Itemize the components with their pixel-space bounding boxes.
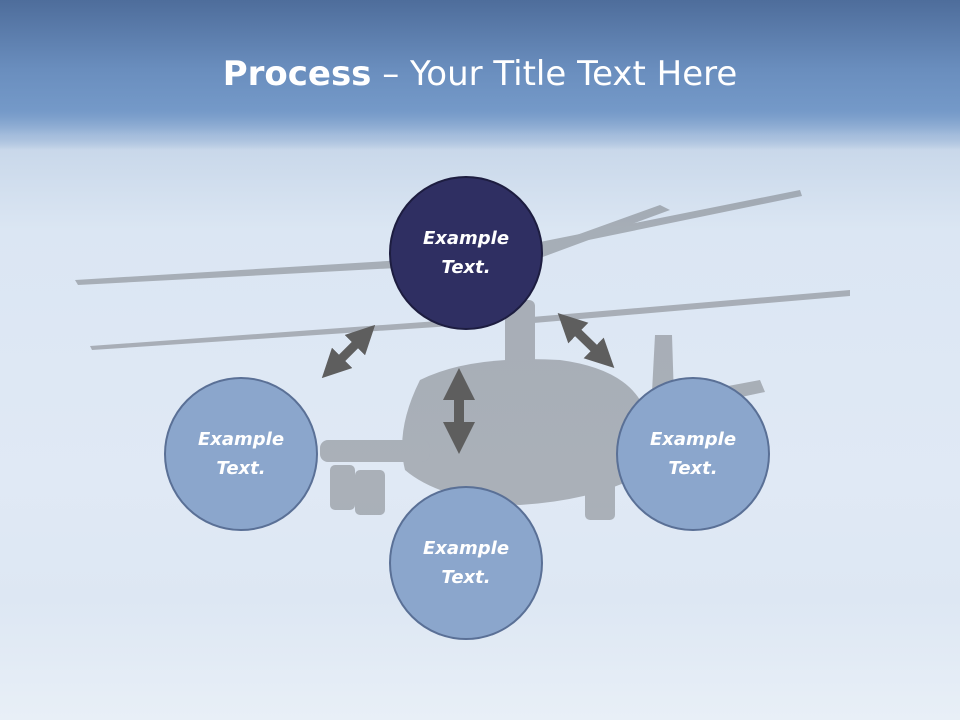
node-left: Example Text. [164, 377, 318, 531]
slide-title: Process – Your Title Text Here [0, 52, 960, 96]
node-top-label: Example Text. [422, 228, 510, 278]
title-band [0, 0, 960, 150]
arrow-top-right [557, 312, 615, 369]
title-strong: Process [222, 54, 372, 94]
node-top: Example Text. [389, 176, 543, 330]
node-left-label: Example Text. [197, 429, 285, 479]
node-bottom-label: Example Text. [422, 538, 510, 588]
title-rest: – Your Title Text Here [371, 54, 738, 94]
node-bottom: Example Text. [389, 486, 543, 640]
node-right-label: Example Text. [649, 429, 737, 479]
node-right: Example Text. [616, 377, 770, 531]
arrow-top-left [321, 324, 376, 379]
